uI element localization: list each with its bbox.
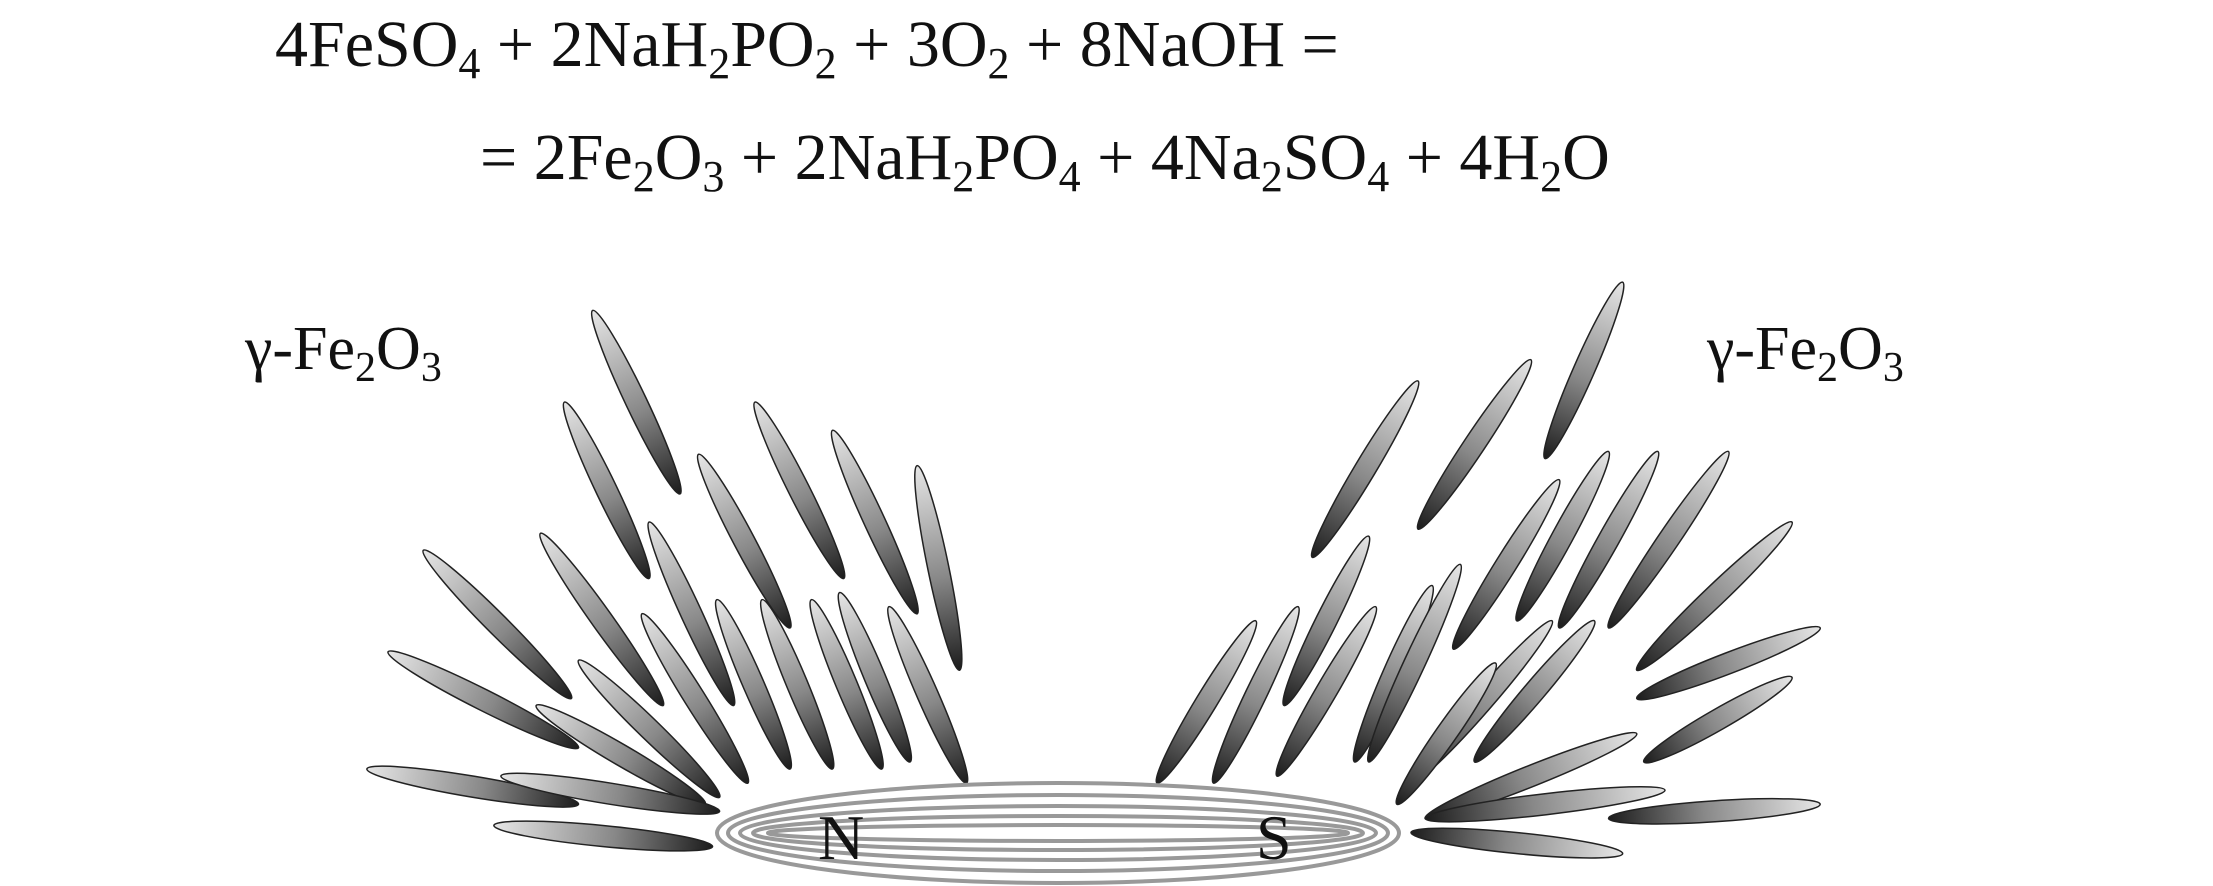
equation-term: + 2NaH [724, 121, 953, 194]
equation-line-2: = 2Fe2O3 + 2NaH2PO4 + 4Na2SO4 + 4H2O [480, 125, 1610, 199]
equation-term: + 4H [1389, 121, 1541, 194]
needle-particle [1211, 605, 1300, 784]
label-text: γ-Fe [245, 315, 356, 383]
label-text: O [1838, 315, 1883, 383]
needle-particle [1473, 619, 1596, 764]
needle-particle [1416, 358, 1533, 531]
needle-particle [696, 453, 792, 629]
needle-particle [1310, 380, 1420, 559]
needle-particle [1366, 563, 1463, 763]
needle-particle [837, 591, 913, 763]
equation-term: O [654, 121, 703, 194]
equation-term: PO [974, 121, 1059, 194]
needle-particle [1451, 478, 1561, 650]
label-text: O [376, 315, 421, 383]
magnet [715, 781, 1401, 885]
needle-particle [500, 772, 721, 815]
subscript: 2 [1260, 152, 1283, 201]
subscript: 2 [952, 152, 975, 201]
needle-particle [809, 598, 884, 770]
subscript: 4 [1367, 152, 1390, 201]
equation-term: + 8NaOH = [1009, 8, 1339, 81]
needle-particle [759, 598, 835, 770]
needle-particle [1607, 450, 1730, 629]
needle-particle [387, 650, 580, 750]
needle-particle [1635, 520, 1794, 672]
subscript: 3 [702, 152, 725, 201]
needle-particle [1395, 662, 1498, 806]
subscript: 2 [355, 345, 377, 391]
needle-particle [1557, 450, 1660, 629]
needle-particle [493, 820, 714, 852]
needle-particle [1424, 785, 1666, 823]
subscript: 2 [708, 39, 731, 88]
needle-particle [562, 401, 651, 580]
label-text: γ-Fe [1707, 315, 1818, 383]
needle-particle [539, 532, 665, 707]
equation-term: PO [730, 8, 815, 81]
needle-particle [640, 612, 750, 785]
equation-term: + 2NaH [480, 8, 709, 81]
needle-particle [1543, 281, 1625, 460]
equation-line-1: 4FeSO4 + 2NaH2PO2 + 3O2 + 8NaOH = [275, 12, 1339, 86]
needle-particle [1515, 450, 1611, 622]
north-pole-label: N [818, 802, 865, 873]
needle-particle [366, 765, 580, 808]
subscript: 2 [1817, 345, 1839, 391]
needle-particle [647, 521, 736, 707]
equation-term: SO [1282, 121, 1368, 194]
equation-term: 4FeSO [275, 8, 459, 81]
subscript: 2 [1540, 152, 1563, 201]
subscript: 4 [1058, 152, 1081, 201]
needle-particle [714, 598, 793, 770]
subscript: 4 [458, 39, 481, 88]
needle-particle [914, 464, 963, 671]
iron-oxide-needles [366, 281, 1822, 859]
needle-particle [830, 429, 919, 615]
needle-particle [1410, 827, 1624, 859]
subscript: 2 [814, 39, 837, 88]
subscript: 3 [1882, 345, 1904, 391]
needle-particle [1352, 584, 1435, 763]
needle-particle [753, 401, 846, 580]
subscript: 3 [420, 345, 442, 391]
needle-particle [1642, 675, 1793, 764]
south-pole-label: S [1256, 802, 1292, 873]
subscript: 2 [987, 39, 1010, 88]
needle-particle [1275, 605, 1378, 777]
needle-particle [1282, 535, 1371, 707]
label-gamma-fe2o3-left: γ-Fe2O3 [245, 315, 442, 389]
needle-particle [577, 659, 721, 799]
equation-term: + 4Na [1080, 121, 1261, 194]
needle-particle [1607, 797, 1821, 825]
equation-term: = 2Fe [480, 121, 633, 194]
subscript: 2 [632, 152, 655, 201]
equation-term: + 3O [836, 8, 988, 81]
label-gamma-fe2o3-right: γ-Fe2O3 [1707, 315, 1904, 389]
equation-term: O [1562, 121, 1610, 194]
needle-particle [1635, 625, 1822, 701]
needle-particle [590, 309, 682, 495]
